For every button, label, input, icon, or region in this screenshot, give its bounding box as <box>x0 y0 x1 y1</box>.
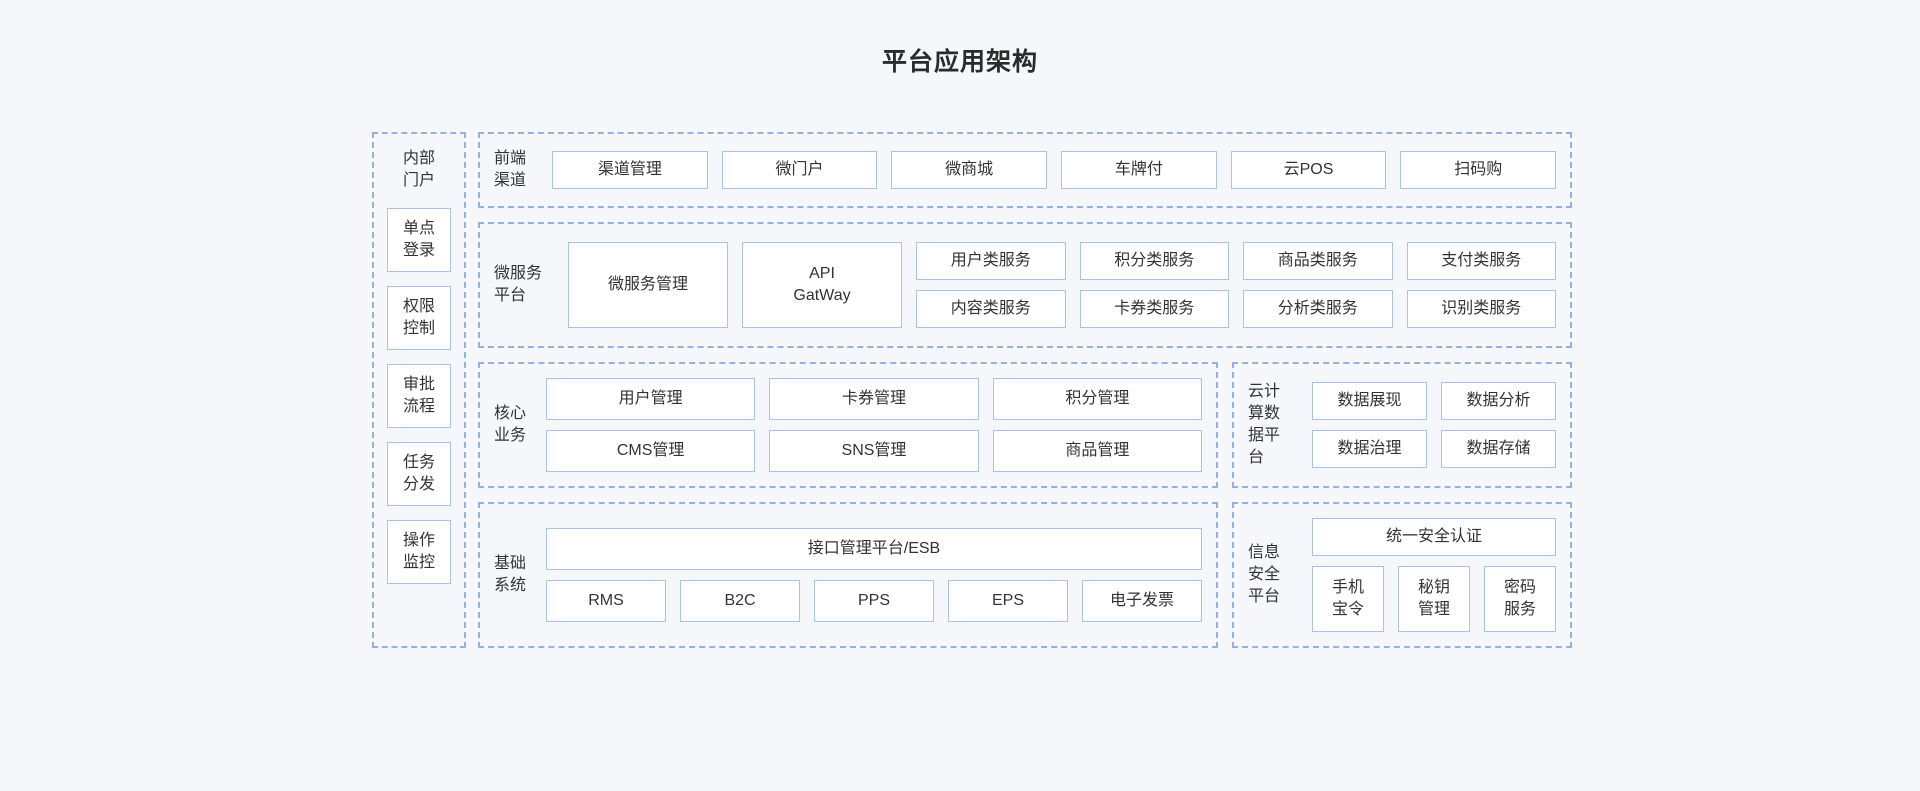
base-system-panel: 基础 系统 接口管理平台/ESB RMS B2C PPS EPS 电子发票 <box>478 502 1218 648</box>
security-platform-label: 信息 安全 平台 <box>1248 544 1281 605</box>
sidebar-item-task-dispatch[interactable]: 任务 分发 <box>387 442 451 506</box>
sidebar-item-permission-control[interactable]: 权限 控制 <box>387 286 451 350</box>
base-system-row: RMS B2C PPS EPS 电子发票 <box>546 580 1202 622</box>
microservice-management-box[interactable]: 微服务管理 <box>568 242 728 328</box>
core-cms-management[interactable]: CMS管理 <box>546 430 756 472</box>
sidebar-item-sso[interactable]: 单点 登录 <box>387 208 451 272</box>
core-business-panel: 核心 业务 用户管理 卡券管理 积分管理 CMS管理 SNS管理 商品管理 <box>478 362 1218 488</box>
core-user-management[interactable]: 用户管理 <box>546 378 756 420</box>
service-product[interactable]: 商品类服务 <box>1243 242 1393 280</box>
diagram-content-column: 前端 渠道 渠道管理 微门户 微商城 车牌付 云POS 扫码购 微服务 平台 <box>478 132 1572 648</box>
security-item-key-management[interactable]: 秘钥 管理 <box>1398 566 1470 632</box>
frontend-channel-body: 渠道管理 微门户 微商城 车牌付 云POS 扫码购 <box>552 151 1557 189</box>
frontend-item-channel-management[interactable]: 渠道管理 <box>552 151 708 189</box>
base-item-pps[interactable]: PPS <box>814 580 934 622</box>
core-product-management[interactable]: 商品管理 <box>992 430 1202 472</box>
service-content[interactable]: 内容类服务 <box>916 290 1066 328</box>
sidebar-item-operation-monitor[interactable]: 操作 监控 <box>387 520 451 584</box>
frontend-item-plate-pay[interactable]: 车牌付 <box>1061 151 1217 189</box>
unified-security-auth-box[interactable]: 统一安全认证 <box>1312 518 1556 556</box>
base-and-security-row: 基础 系统 接口管理平台/ESB RMS B2C PPS EPS 电子发票 信息 <box>478 502 1572 648</box>
service-user[interactable]: 用户类服务 <box>916 242 1066 280</box>
security-item-mobile-token[interactable]: 手机 宝令 <box>1312 566 1384 632</box>
service-coupon[interactable]: 卡券类服务 <box>1079 290 1229 328</box>
microservice-platform-label: 微服务 平台 <box>494 265 543 304</box>
service-payment[interactable]: 支付类服务 <box>1406 242 1556 280</box>
cloud-data-visualization[interactable]: 数据展现 <box>1312 382 1427 420</box>
frontend-item-scan-purchase[interactable]: 扫码购 <box>1400 151 1557 189</box>
core-coupon-management[interactable]: 卡券管理 <box>769 378 979 420</box>
cloud-data-analysis[interactable]: 数据分析 <box>1441 382 1556 420</box>
frontend-channel-label: 前端 渠道 <box>494 150 527 189</box>
frontend-item-micro-portal[interactable]: 微门户 <box>721 151 878 189</box>
microservice-service-grid: 用户类服务 积分类服务 商品类服务 支付类服务 内容类服务 卡券类服务 分析类服… <box>916 242 1556 328</box>
core-points-management[interactable]: 积分管理 <box>992 378 1202 420</box>
base-item-eps[interactable]: EPS <box>948 580 1068 622</box>
cloud-data-row-1: 数据展现 数据分析 <box>1312 382 1556 420</box>
microservice-service-row-1: 用户类服务 积分类服务 商品类服务 支付类服务 <box>916 242 1556 280</box>
core-business-row-1: 用户管理 卡券管理 积分管理 <box>546 378 1202 420</box>
cloud-data-platform-label: 云计 算数 据平 台 <box>1248 383 1281 466</box>
service-points[interactable]: 积分类服务 <box>1079 242 1229 280</box>
cloud-data-storage[interactable]: 数据存储 <box>1441 430 1556 468</box>
base-system-label: 基础 系统 <box>494 555 527 594</box>
frontend-channel-panel: 前端 渠道 渠道管理 微门户 微商城 车牌付 云POS 扫码购 <box>478 132 1572 208</box>
service-analytics[interactable]: 分析类服务 <box>1243 290 1393 328</box>
esb-platform-box[interactable]: 接口管理平台/ESB <box>546 528 1202 570</box>
microservice-platform-panel: 微服务 平台 微服务管理 API GatWay 用户类服务 积分类服务 商品类服… <box>478 222 1572 348</box>
core-business-label: 核心 业务 <box>494 405 527 444</box>
core-sns-management[interactable]: SNS管理 <box>769 430 979 472</box>
internal-portal-panel: 内部 门户 单点 登录 权限 控制 审批 流程 任务 分发 操作 监控 <box>372 132 466 648</box>
cloud-data-platform-body: 数据展现 数据分析 数据治理 数据存储 <box>1312 382 1556 468</box>
frontend-item-micro-mall[interactable]: 微商城 <box>891 151 1048 189</box>
base-system-body: 接口管理平台/ESB RMS B2C PPS EPS 电子发票 <box>546 528 1202 622</box>
service-recognition[interactable]: 识别类服务 <box>1406 290 1556 328</box>
microservice-platform-body: 微服务管理 API GatWay 用户类服务 积分类服务 商品类服务 支付类服务… <box>568 242 1556 328</box>
internal-portal-title: 内部 门户 <box>402 150 435 189</box>
cloud-data-platform-panel: 云计 算数 据平 台 数据展现 数据分析 数据治理 数据存储 <box>1232 362 1572 488</box>
core-and-cloud-row: 核心 业务 用户管理 卡券管理 积分管理 CMS管理 SNS管理 商品管理 <box>478 362 1572 488</box>
security-platform-body: 统一安全认证 手机 宝令 秘钥 管理 密码 服务 <box>1312 518 1556 632</box>
core-business-body: 用户管理 卡券管理 积分管理 CMS管理 SNS管理 商品管理 <box>546 378 1202 472</box>
base-item-e-invoice[interactable]: 电子发票 <box>1082 580 1202 622</box>
cloud-data-row-2: 数据治理 数据存储 <box>1312 430 1556 468</box>
diagram-container: 内部 门户 单点 登录 权限 控制 审批 流程 任务 分发 操作 监控 前端 渠… <box>372 132 1572 648</box>
api-gateway-box[interactable]: API GatWay <box>742 242 902 328</box>
frontend-channel-row: 渠道管理 微门户 微商城 车牌付 云POS 扫码购 <box>552 151 1557 189</box>
microservice-service-row-2: 内容类服务 卡券类服务 分析类服务 识别类服务 <box>916 290 1556 328</box>
frontend-item-cloud-pos[interactable]: 云POS <box>1230 151 1387 189</box>
cloud-data-governance[interactable]: 数据治理 <box>1312 430 1427 468</box>
security-item-password-service[interactable]: 密码 服务 <box>1484 566 1556 632</box>
sidebar-item-approval-flow[interactable]: 审批 流程 <box>387 364 451 428</box>
base-item-b2c[interactable]: B2C <box>680 580 800 622</box>
security-platform-panel: 信息 安全 平台 统一安全认证 手机 宝令 秘钥 管理 密码 服务 <box>1232 502 1572 648</box>
base-item-rms[interactable]: RMS <box>546 580 666 622</box>
core-business-row-2: CMS管理 SNS管理 商品管理 <box>546 430 1202 472</box>
security-platform-row: 手机 宝令 秘钥 管理 密码 服务 <box>1312 566 1556 632</box>
page-title: 平台应用架构 <box>881 48 1038 76</box>
